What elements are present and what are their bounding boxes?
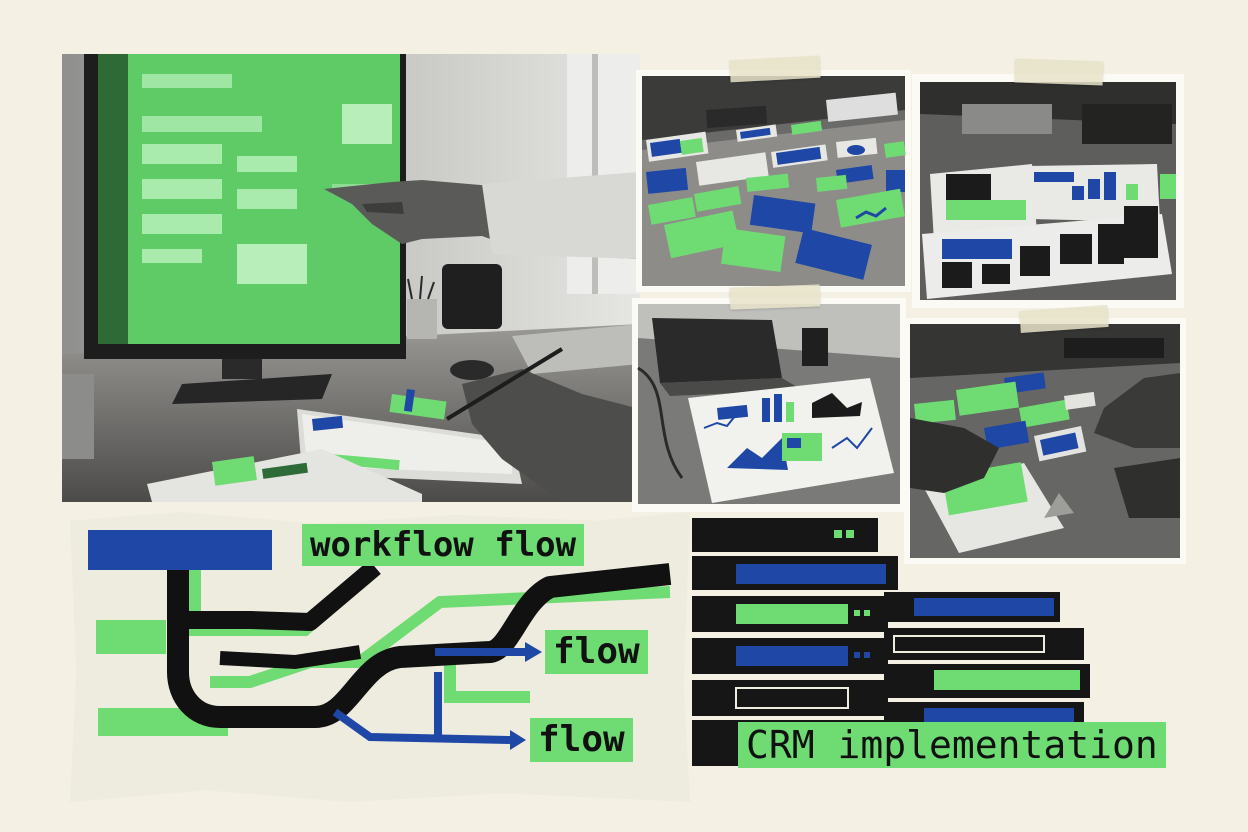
- photo-hands-arranging: [904, 318, 1186, 564]
- photo-sticky-notes: [636, 70, 911, 292]
- photo-office-desk-art: [62, 54, 640, 502]
- flow-label-1: flow: [545, 630, 648, 674]
- flow-label-2: flow: [530, 718, 633, 762]
- photo-office-desk: [62, 54, 640, 502]
- crm-label: CRM implementation: [738, 722, 1166, 768]
- tape-strip: [729, 55, 821, 83]
- photo-line-charts: [632, 298, 906, 512]
- tape-strip: [1014, 58, 1104, 86]
- workflow-diagram: [88, 530, 672, 750]
- photo-line-charts-art: [632, 298, 906, 512]
- photo-bar-charts-art: [912, 74, 1184, 308]
- photo-bar-charts: [912, 74, 1184, 308]
- workflow-label: workflow flow: [302, 524, 585, 566]
- laptop-icon: [652, 318, 782, 383]
- pen-icon: [445, 347, 564, 421]
- tape-strip: [729, 284, 821, 310]
- mug-icon: [802, 328, 828, 366]
- photo-sticky-notes-art: [636, 70, 911, 292]
- photo-hands-arranging-art: [904, 318, 1186, 564]
